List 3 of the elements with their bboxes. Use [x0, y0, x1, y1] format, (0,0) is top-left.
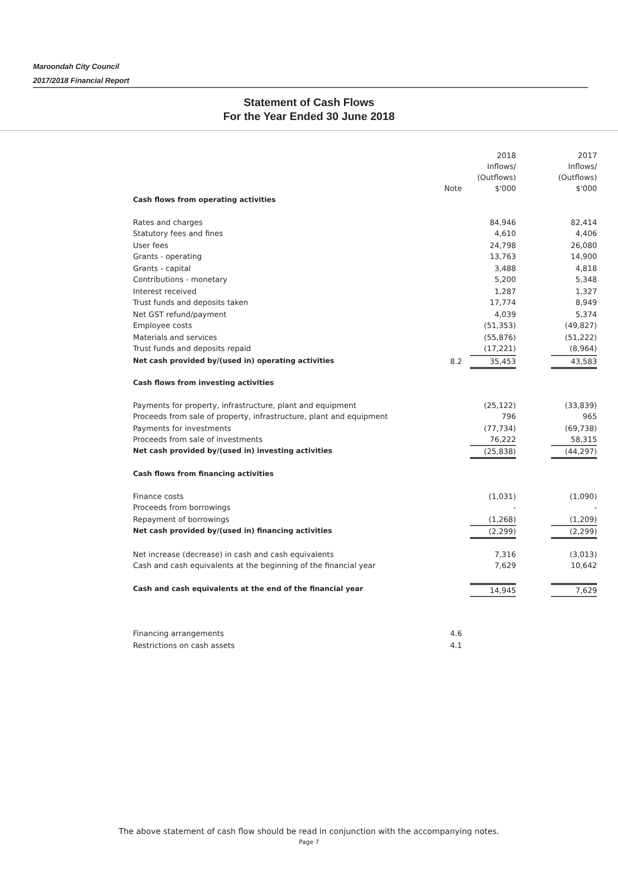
statement-subtitle: For the Year Ended 30 June 2018	[222, 110, 396, 124]
footnote: The above statement of cash flow should be read in conjunction with the accompanying notes.	[118, 826, 500, 837]
statement-title: Statement of Cash Flows	[242, 96, 376, 110]
